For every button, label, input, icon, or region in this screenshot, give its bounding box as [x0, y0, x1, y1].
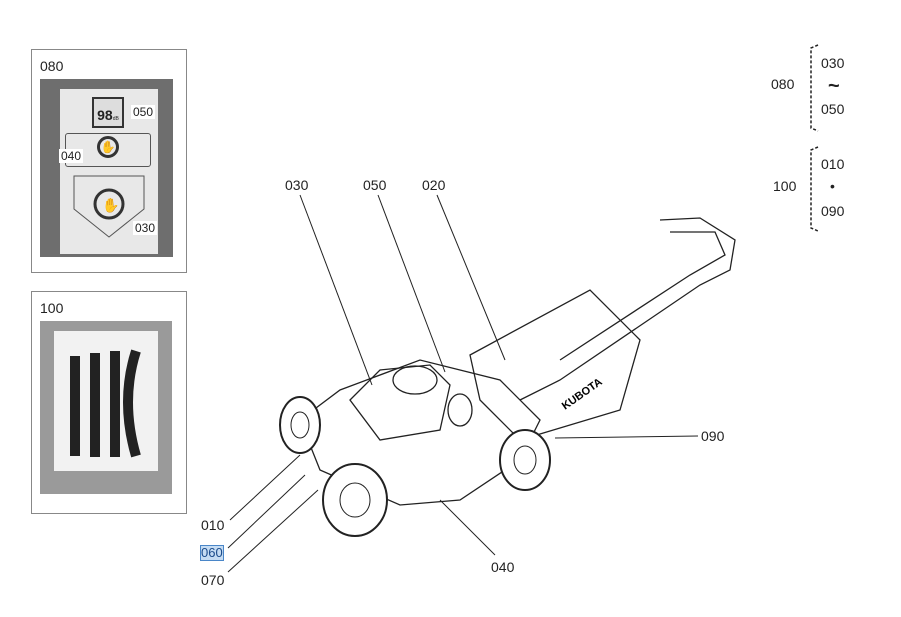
group-100-id: 100 — [773, 178, 797, 194]
svg-text:✋: ✋ — [102, 197, 119, 213]
group-100-sep: • — [830, 178, 835, 194]
noise-value: 98 — [97, 107, 113, 123]
tag-050: 050 — [131, 105, 156, 119]
brand-logo: KUBOTA — [560, 376, 605, 412]
inset-080: 080 98dB ✋ ✋ 050 040 030 — [31, 49, 187, 273]
warning-decal-030: ✋ — [73, 175, 145, 238]
group-brackets — [810, 44, 819, 232]
callout-070[interactable]: 070 — [201, 572, 225, 588]
hand-warning-icon: ✋ — [97, 136, 119, 158]
callout-090[interactable]: 090 — [701, 428, 725, 444]
leader-lines — [227, 194, 699, 573]
stripe-decals — [70, 349, 141, 458]
callout-040[interactable]: 040 — [491, 559, 515, 575]
group-080-sep: ~ — [828, 75, 840, 97]
inset-100-title: 100 — [40, 300, 64, 316]
callout-050[interactable]: 050 — [363, 177, 387, 193]
inset-080-title: 080 — [40, 58, 64, 74]
inset-080-photo: 98dB ✋ ✋ 050 040 030 — [40, 79, 173, 257]
group-100-from[interactable]: 010 — [821, 156, 845, 172]
group-080-from[interactable]: 030 — [821, 55, 845, 71]
inset-100: 100 — [31, 291, 187, 514]
group-080-to[interactable]: 050 — [821, 101, 845, 117]
callout-020[interactable]: 020 — [422, 177, 446, 193]
noise-label: 98dB — [92, 97, 124, 128]
callout-060[interactable]: 060 — [200, 545, 224, 561]
tag-040: 040 — [59, 149, 84, 163]
tag-030: 030 — [133, 221, 158, 235]
callout-010[interactable]: 010 — [201, 517, 225, 533]
group-100-to[interactable]: 090 — [821, 203, 845, 219]
callout-030[interactable]: 030 — [285, 177, 309, 193]
stripe-decal-sheet — [54, 331, 158, 471]
inset-100-photo — [40, 321, 172, 494]
group-080-id: 080 — [771, 76, 795, 92]
